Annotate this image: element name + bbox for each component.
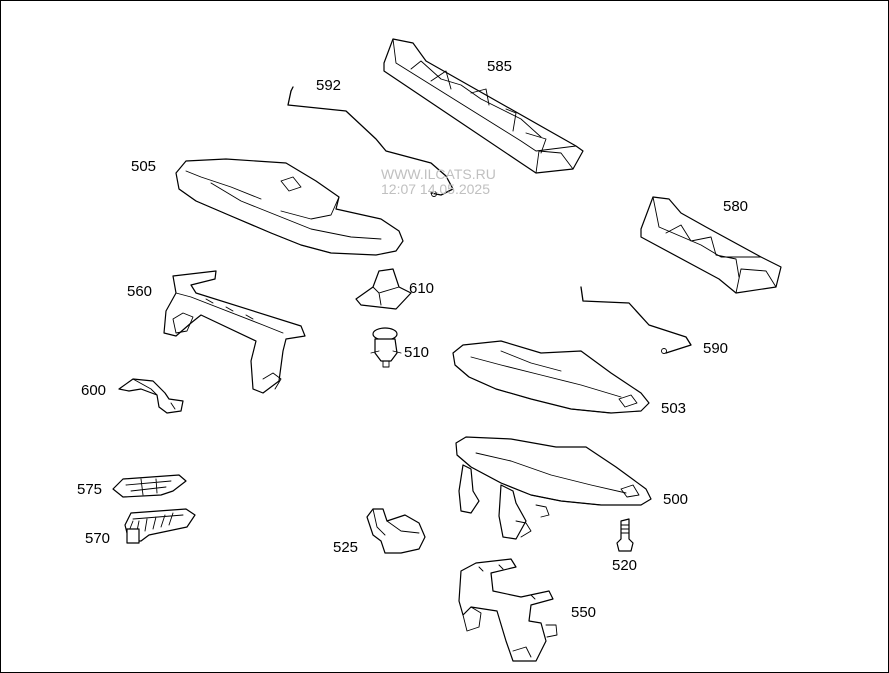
label-570: 570 bbox=[85, 530, 111, 547]
label-600: 600 bbox=[81, 382, 107, 399]
label-500: 500 bbox=[663, 491, 689, 508]
part-600-cover bbox=[118, 378, 184, 414]
part-575-trim bbox=[112, 474, 187, 498]
label-520: 520 bbox=[612, 557, 638, 574]
watermark-timestamp: 12:07 14.05.2025 bbox=[381, 181, 490, 197]
label-610: 610 bbox=[409, 280, 435, 297]
label-560: 560 bbox=[127, 283, 153, 300]
part-510-fastener bbox=[370, 327, 402, 368]
label-590: 590 bbox=[703, 340, 729, 357]
part-580-rail bbox=[640, 196, 782, 294]
label-510: 510 bbox=[404, 344, 430, 361]
label-580: 580 bbox=[723, 198, 749, 215]
label-575: 575 bbox=[77, 481, 103, 498]
part-592-rod bbox=[287, 86, 454, 197]
label-505: 505 bbox=[131, 158, 157, 175]
label-503: 503 bbox=[661, 400, 687, 417]
label-592: 592 bbox=[316, 77, 342, 94]
label-525: 525 bbox=[333, 539, 359, 556]
part-585-rail bbox=[383, 38, 584, 174]
part-590-rod bbox=[580, 286, 692, 354]
part-570-connector bbox=[124, 508, 196, 544]
watermark-site: WWW.ILCATS.RU bbox=[381, 166, 496, 182]
label-585: 585 bbox=[487, 58, 513, 75]
part-520-screw bbox=[616, 518, 634, 552]
part-525-cap bbox=[366, 508, 426, 554]
part-560-bracket bbox=[163, 270, 306, 394]
label-550: 550 bbox=[571, 604, 597, 621]
part-505-cushion bbox=[175, 158, 404, 256]
part-550-frame bbox=[458, 558, 558, 662]
part-500-seat bbox=[455, 436, 652, 540]
part-610-clip bbox=[355, 268, 412, 310]
part-503-cushion bbox=[452, 340, 650, 414]
